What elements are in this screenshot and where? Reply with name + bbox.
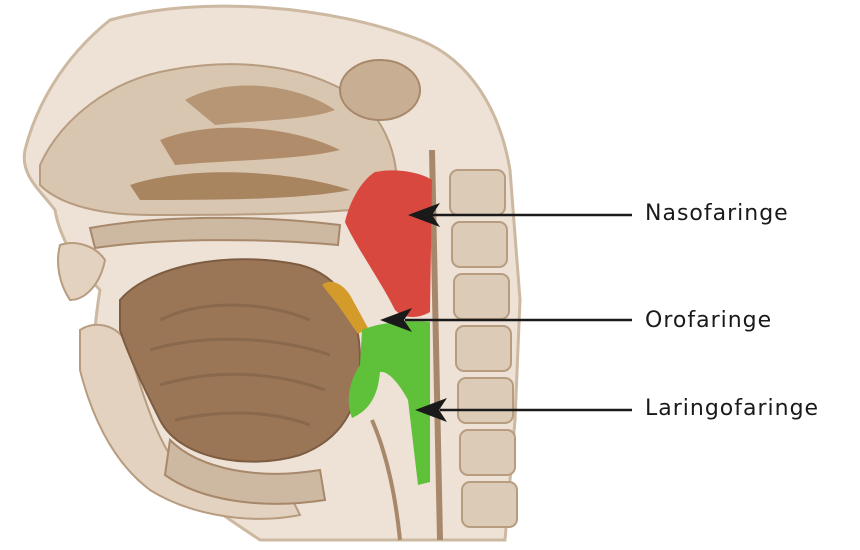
sphenoid-sinus bbox=[340, 60, 420, 120]
vertebra bbox=[462, 482, 517, 527]
label-nasofaringe: Nasofaringe bbox=[645, 201, 789, 226]
label-orofaringe: Orofaringe bbox=[645, 308, 772, 333]
vertebra bbox=[456, 326, 511, 371]
vertebra bbox=[452, 222, 507, 267]
vertebra bbox=[450, 170, 505, 215]
vertebra bbox=[458, 378, 513, 423]
vertebra bbox=[454, 274, 509, 319]
upper-lip bbox=[58, 243, 105, 300]
vertebra bbox=[460, 430, 515, 475]
label-laringofaringe: Laringofaringe bbox=[645, 396, 819, 421]
